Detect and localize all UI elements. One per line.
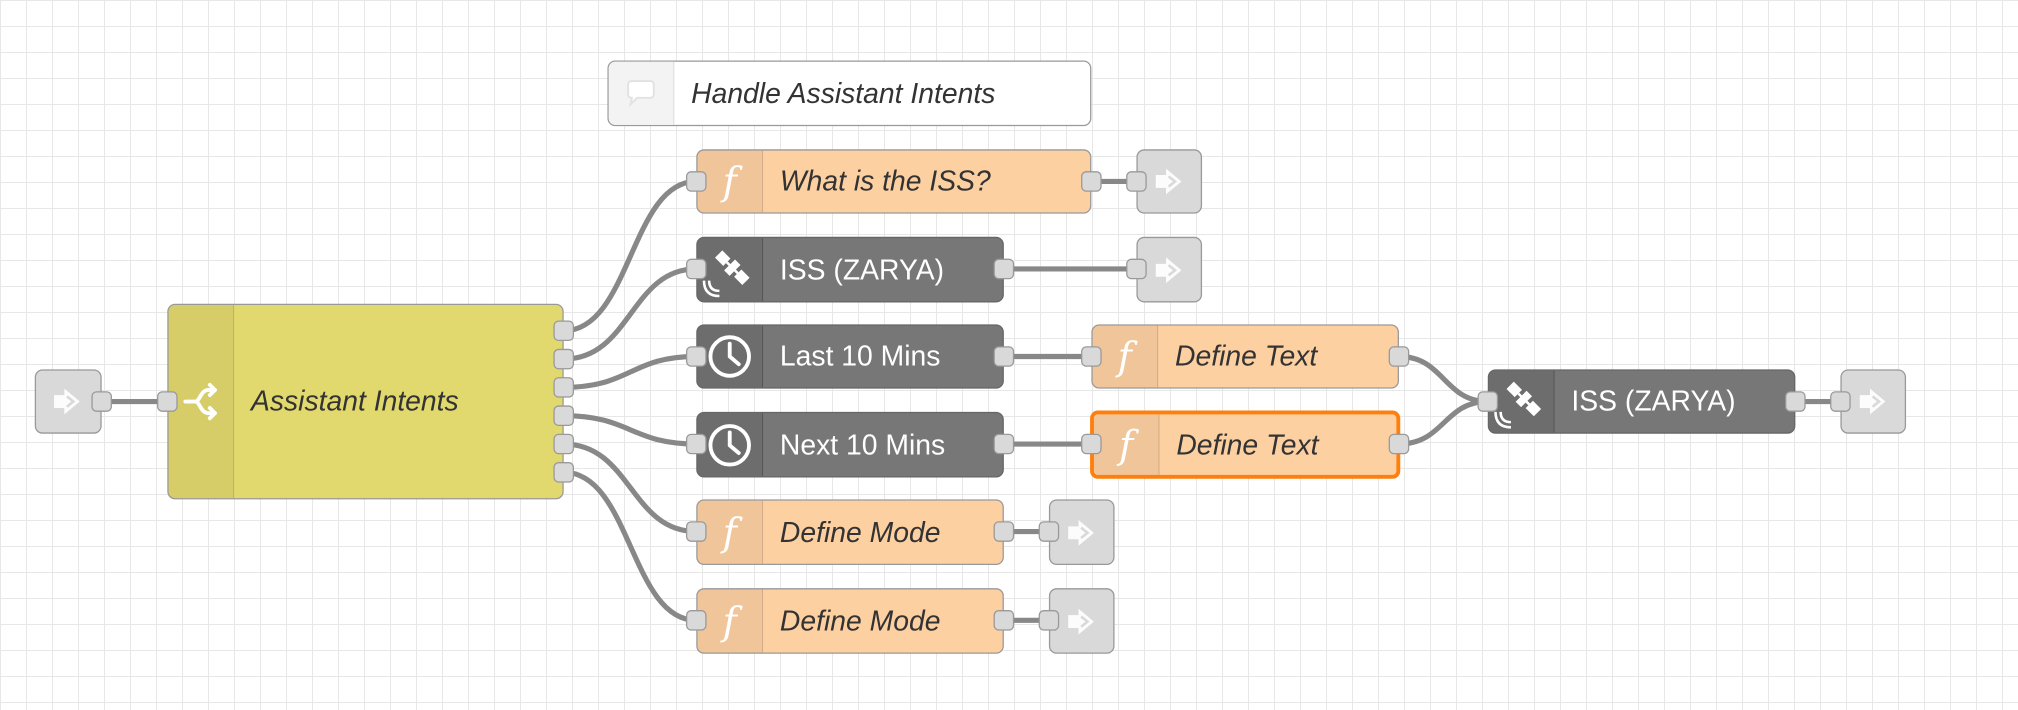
function-node-label: What is the ISS?: [779, 164, 991, 197]
inject-node-label: Next 10 Mins: [779, 427, 946, 461]
input-port[interactable]: [1830, 391, 1851, 412]
output-port[interactable]: [1388, 433, 1410, 455]
link-icon: [1138, 151, 1201, 213]
output-port[interactable]: [553, 433, 575, 455]
wire: [563, 469, 697, 623]
output-port[interactable]: [553, 405, 575, 426]
wire: [563, 413, 697, 447]
iss-node-right[interactable]: ISS (ZARYA): [1487, 369, 1796, 434]
link-in-node[interactable]: [34, 369, 102, 434]
input-port[interactable]: [685, 521, 707, 542]
link-out-node[interactable]: [1136, 236, 1203, 303]
function-node-define-mode-2[interactable]: f Define Mode: [696, 588, 1004, 654]
inject-node-last-10-mins[interactable]: Last 10 Mins: [696, 324, 1004, 389]
wire: [563, 266, 697, 362]
output-port[interactable]: [993, 433, 1015, 455]
switch-node-label: Assistant Intents: [250, 384, 459, 417]
link-out-node[interactable]: [1048, 588, 1115, 654]
switch-icon: [168, 305, 235, 499]
function-icon: f: [1092, 325, 1159, 388]
input-port[interactable]: [1081, 346, 1102, 367]
wire: [563, 178, 697, 334]
inject-node-label: Last 10 Mins: [779, 339, 941, 372]
output-port[interactable]: [91, 391, 112, 412]
link-icon: [1050, 501, 1113, 564]
comment-icon: [608, 61, 675, 125]
wire: [1398, 398, 1488, 447]
function-node-define-text-1[interactable]: f Define Text: [1091, 324, 1399, 389]
function-icon: f: [1093, 414, 1160, 475]
iss-node-top[interactable]: ISS (ZARYA): [696, 236, 1004, 303]
wire: [1398, 353, 1488, 405]
function-node-label: Define Text: [1175, 339, 1318, 372]
output-port[interactable]: [1388, 346, 1410, 367]
wire: [563, 441, 697, 535]
output-port[interactable]: [1785, 391, 1806, 412]
iss-node-label: ISS (ZARYA): [1571, 384, 1736, 417]
satellite-icon: [697, 238, 764, 302]
switch-node-assistant-intents[interactable]: Assistant Intents: [167, 303, 564, 500]
svg-text:f: f: [720, 510, 743, 554]
output-port[interactable]: [1081, 171, 1102, 192]
comment-node[interactable]: Handle Assistant Intents: [607, 60, 1092, 127]
input-port[interactable]: [1081, 433, 1102, 455]
output-port[interactable]: [553, 348, 575, 370]
input-port[interactable]: [685, 610, 707, 631]
output-port[interactable]: [993, 258, 1015, 280]
function-node-label: Define Text: [1176, 427, 1319, 461]
input-port[interactable]: [1126, 171, 1147, 192]
comment-label: Handle Assistant Intents: [691, 76, 996, 109]
input-port[interactable]: [1477, 391, 1499, 412]
input-port[interactable]: [685, 346, 707, 367]
function-node-label: Define Mode: [779, 604, 941, 637]
link-icon: [36, 371, 100, 433]
link-icon: [1842, 371, 1905, 433]
input-port[interactable]: [1038, 521, 1060, 542]
wire: [563, 353, 697, 390]
output-port[interactable]: [993, 346, 1015, 367]
clock-icon: [697, 413, 764, 477]
inject-node-next-10-mins[interactable]: Next 10 Mins: [696, 411, 1004, 478]
svg-text:f: f: [720, 599, 743, 643]
link-icon: [1050, 589, 1113, 652]
input-port[interactable]: [685, 258, 707, 280]
function-node-define-text-2[interactable]: f Define Text: [1090, 410, 1401, 479]
function-icon: f: [697, 150, 764, 213]
output-port[interactable]: [553, 462, 575, 483]
svg-text:f: f: [1116, 423, 1139, 467]
satellite-icon: [1489, 370, 1555, 433]
function-node-label: Define Mode: [779, 515, 941, 548]
input-port[interactable]: [685, 171, 707, 192]
link-out-node[interactable]: [1840, 369, 1907, 434]
svg-text:f: f: [720, 160, 743, 204]
function-node-what-is-iss[interactable]: f What is the ISS?: [696, 149, 1092, 214]
svg-text:f: f: [1115, 335, 1138, 379]
iss-node-label: ISS (ZARYA): [779, 252, 945, 286]
input-port[interactable]: [1038, 610, 1060, 631]
output-port[interactable]: [553, 320, 575, 342]
clock-icon: [697, 325, 764, 388]
input-port[interactable]: [157, 391, 178, 412]
link-icon: [1138, 238, 1201, 301]
output-port[interactable]: [993, 610, 1015, 631]
function-icon: f: [697, 589, 764, 653]
function-icon: f: [697, 500, 764, 564]
function-node-define-mode-1[interactable]: f Define Mode: [696, 499, 1004, 565]
output-port[interactable]: [993, 521, 1015, 542]
input-port[interactable]: [1126, 258, 1147, 280]
input-port[interactable]: [685, 433, 707, 455]
output-port[interactable]: [553, 377, 575, 398]
